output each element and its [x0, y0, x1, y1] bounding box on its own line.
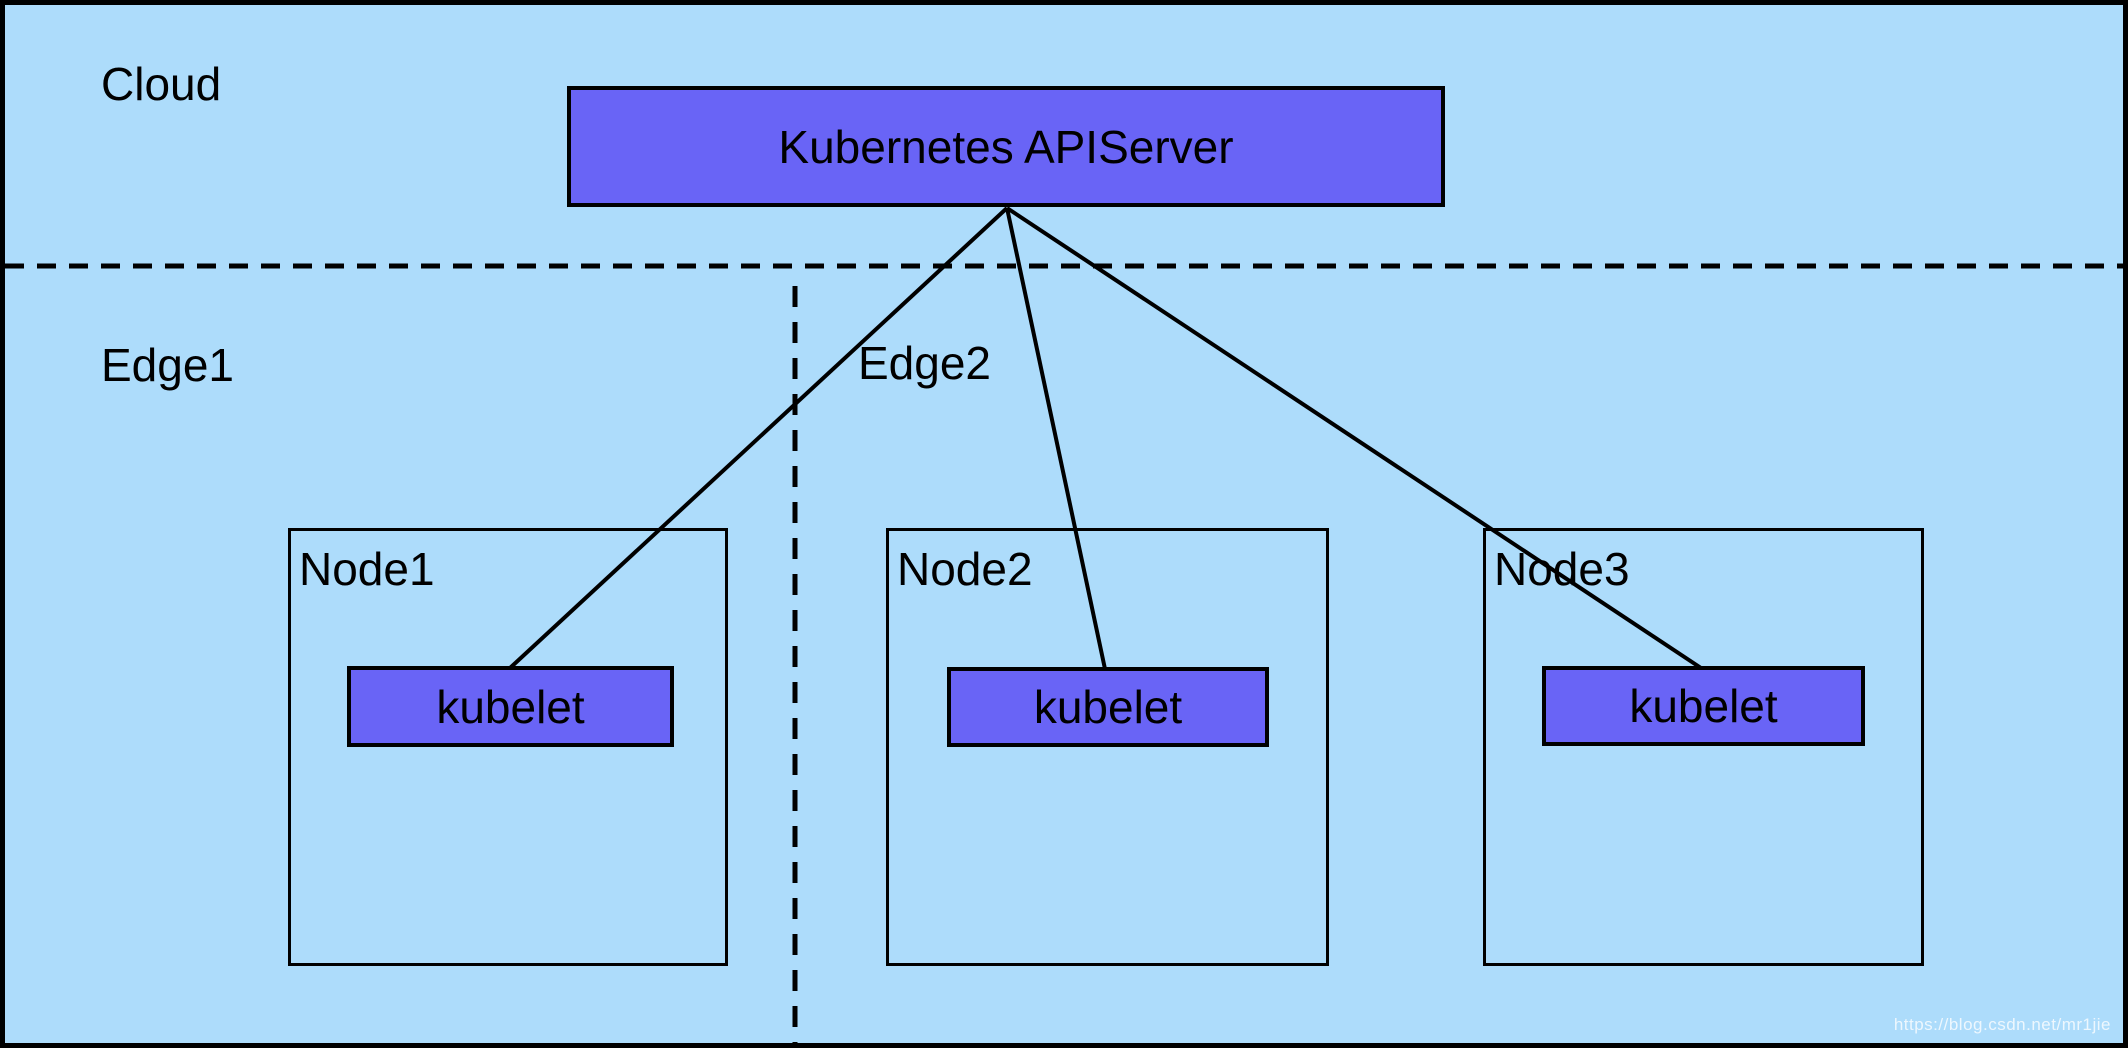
node2-box: Node2: [886, 528, 1329, 966]
node2-label: Node2: [897, 543, 1033, 595]
node3-box: Node3: [1483, 528, 1924, 966]
kubelet3-label: kubelet: [1629, 680, 1778, 732]
zone-label-edge1: Edge1: [101, 339, 235, 391]
watermark: https://blog.csdn.net/mr1jie: [1893, 1015, 2111, 1034]
zone-label-cloud: Cloud: [101, 58, 222, 110]
kubelet2-box: kubelet: [947, 667, 1269, 747]
kubelet2-label: kubelet: [1033, 681, 1183, 733]
kubelet3-box: kubelet: [1542, 666, 1865, 746]
kubelet1-label: kubelet: [436, 680, 585, 733]
apiserver-label: Kubernetes APIServer: [778, 120, 1234, 173]
node1-box: Node1: [288, 528, 728, 966]
apiserver-box: Kubernetes APIServer: [567, 86, 1445, 207]
kubelet1-box: kubelet: [347, 666, 674, 747]
zone-label-edge2: Edge2: [858, 337, 992, 389]
node1-label: Node1: [299, 543, 435, 595]
node3-label: Node3: [1494, 543, 1630, 595]
